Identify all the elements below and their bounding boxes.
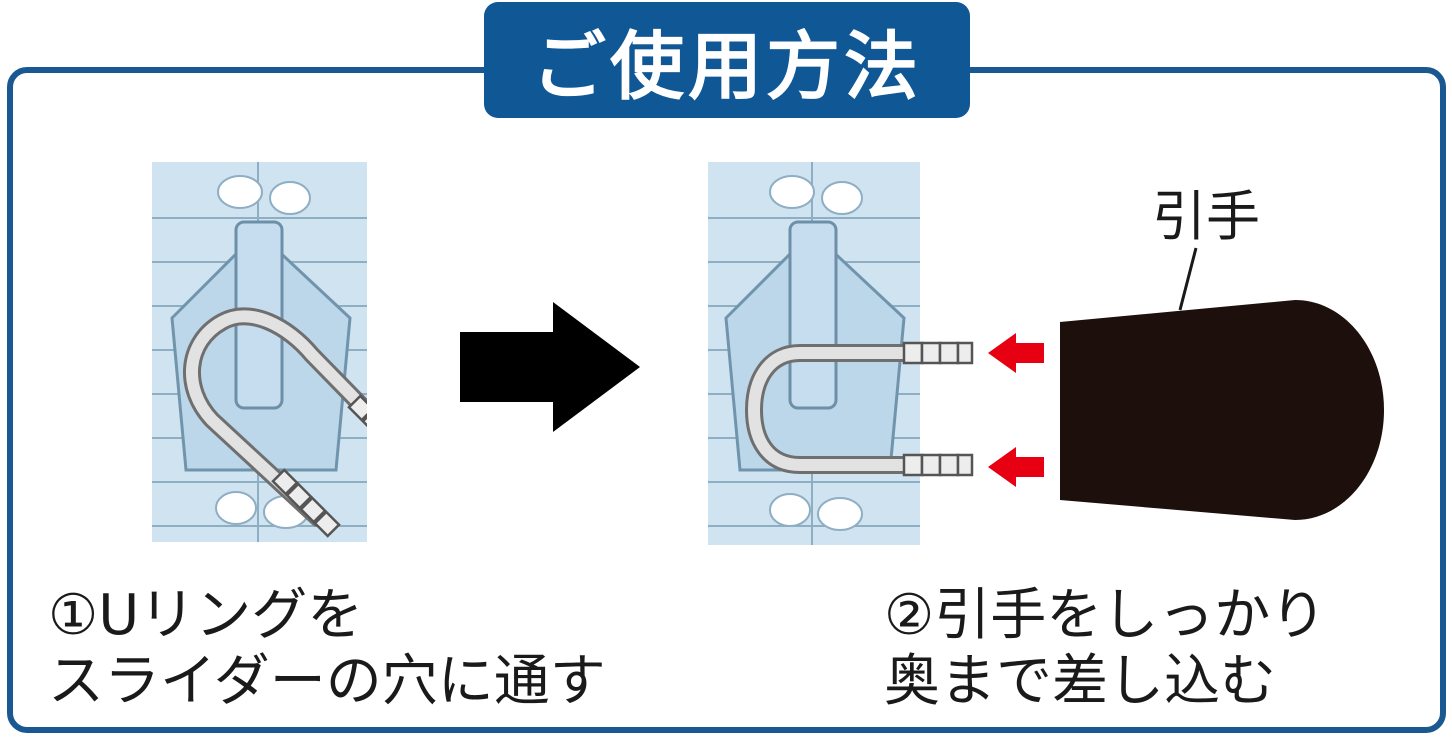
pull-tab-label: 引手: [1152, 185, 1260, 248]
step1-caption-line2: スライダーの穴に通す: [48, 649, 606, 714]
pull-tab-leader-line: [1178, 247, 1198, 311]
zipper-illustration-step1: [152, 162, 367, 542]
title-badge: ご使用方法: [484, 2, 970, 118]
step2-caption-line2: 奥まで差し込む: [884, 649, 1276, 714]
insert-arrow-bottom: [988, 447, 1044, 487]
step1-caption-line1: ①Uリングを: [48, 583, 364, 648]
page-title: ご使用方法: [532, 23, 922, 110]
u-ring-step2: [744, 341, 974, 477]
pull-tab: [1060, 300, 1384, 520]
big-right-arrow: [460, 302, 640, 432]
insert-arrow-top: [988, 333, 1044, 373]
step2-caption-line1: ②引手をしっかり: [884, 583, 1327, 648]
